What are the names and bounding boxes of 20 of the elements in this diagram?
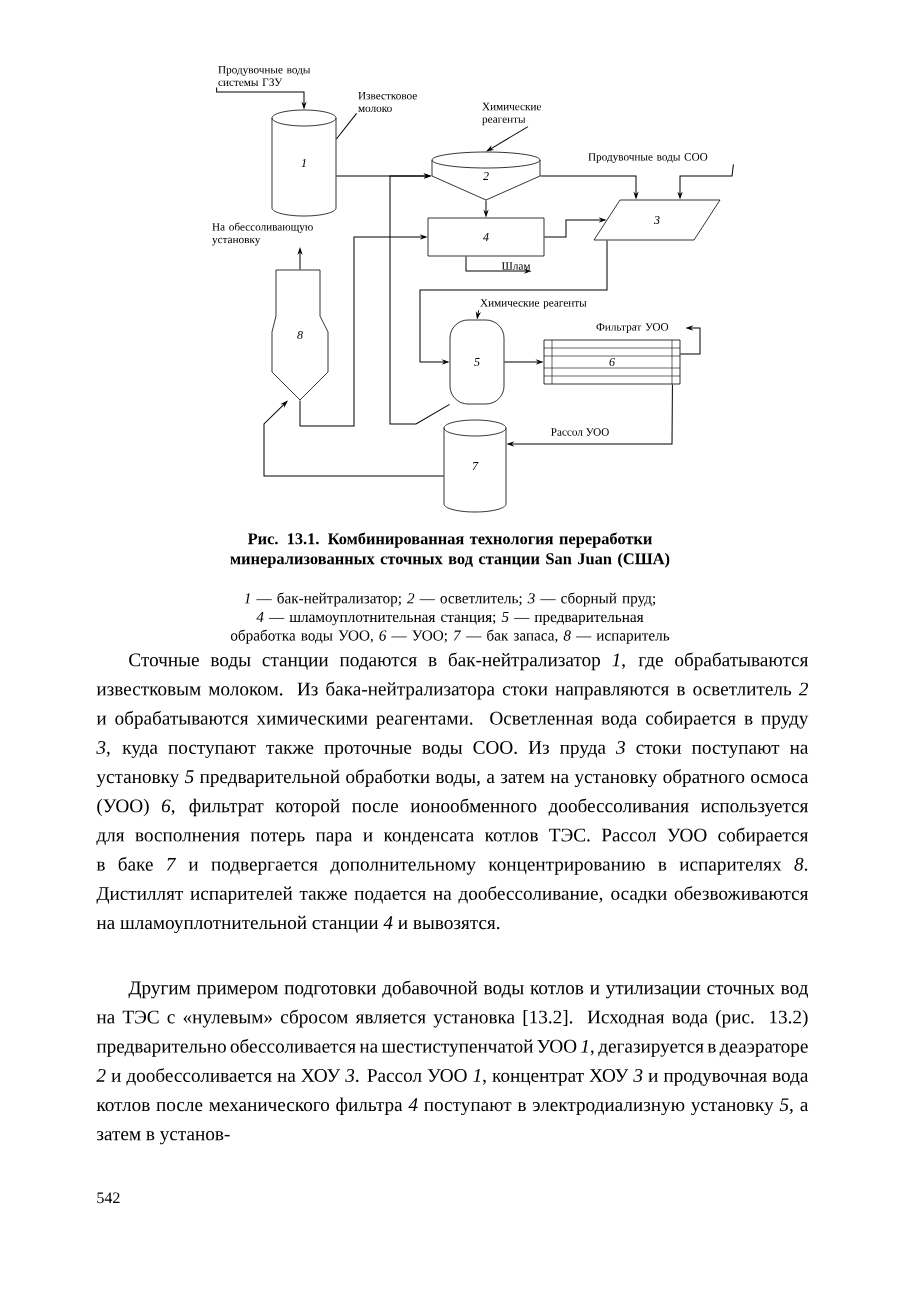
arrow bbox=[263, 401, 445, 477]
arrow bbox=[539, 175, 638, 199]
arrow bbox=[298, 248, 302, 271]
body-paragraph: Сточные воды станции подаются в бак-нейтрализатор 1, где обрабатываются известковым молоком. Из бака-нейтрализатора стоки направляются в осветлитель 2 и обрабатываются химическими реагентами. Осветленная вода собирается в пруду 3, куда поступают также проточные воды СОО. Из пруда 3 стоки поступают на установку 5 предварительной обработки воды, а затем на установку обратного осмоса (УОО) 6, фильтрат которой после ионообменного дообессоливания используется для восполнения потерь пара и конденсата котлов ТЭС. Рассол УОО собирается в баке 7 и подвергается дополнительному концентрированию в испарителях 8. Дистиллят испарителей также подается на дообессоливание, осадки обезвоживаются на шламоуплотнительной станции 4 и вывозятся. bbox=[96, 652, 809, 934]
arrow bbox=[299, 235, 427, 427]
arrow bbox=[389, 174, 451, 425]
arrow bbox=[678, 163, 734, 199]
figure-caption: Рис. 13.1. Комбинированная технология переработки минерализованных сточных вод станции San Juan (США) bbox=[230, 532, 670, 568]
arrow bbox=[216, 86, 306, 109]
arrow bbox=[419, 239, 608, 364]
arrow bbox=[543, 218, 606, 238]
arrow bbox=[484, 199, 488, 217]
body-paragraph: Другим примером подготовки добавочной воды котлов и утилизации сточных вод на ТЭС с «нулевым» сбросом является установка [13.2]. Исходная вода (рис. 13.2) предварительно обессоливается на шестиступенчатой УОО 1, дегазируется в деаэраторе 2 и дообессоливается на ХОУ 3. Рассол УОО 1, концентрат ХОУ 3 и продувочная вода котлов после механического фильтра 4 поступают в электродиализную установку 5, а затем в установ- bbox=[96, 980, 809, 1145]
arrow bbox=[503, 360, 543, 364]
arrow bbox=[465, 255, 531, 274]
arrow bbox=[486, 126, 529, 152]
arrow bbox=[476, 309, 481, 319]
page-number: 542 bbox=[97, 1192, 120, 1204]
arrow bbox=[679, 326, 701, 355]
arrow bbox=[507, 383, 673, 446]
